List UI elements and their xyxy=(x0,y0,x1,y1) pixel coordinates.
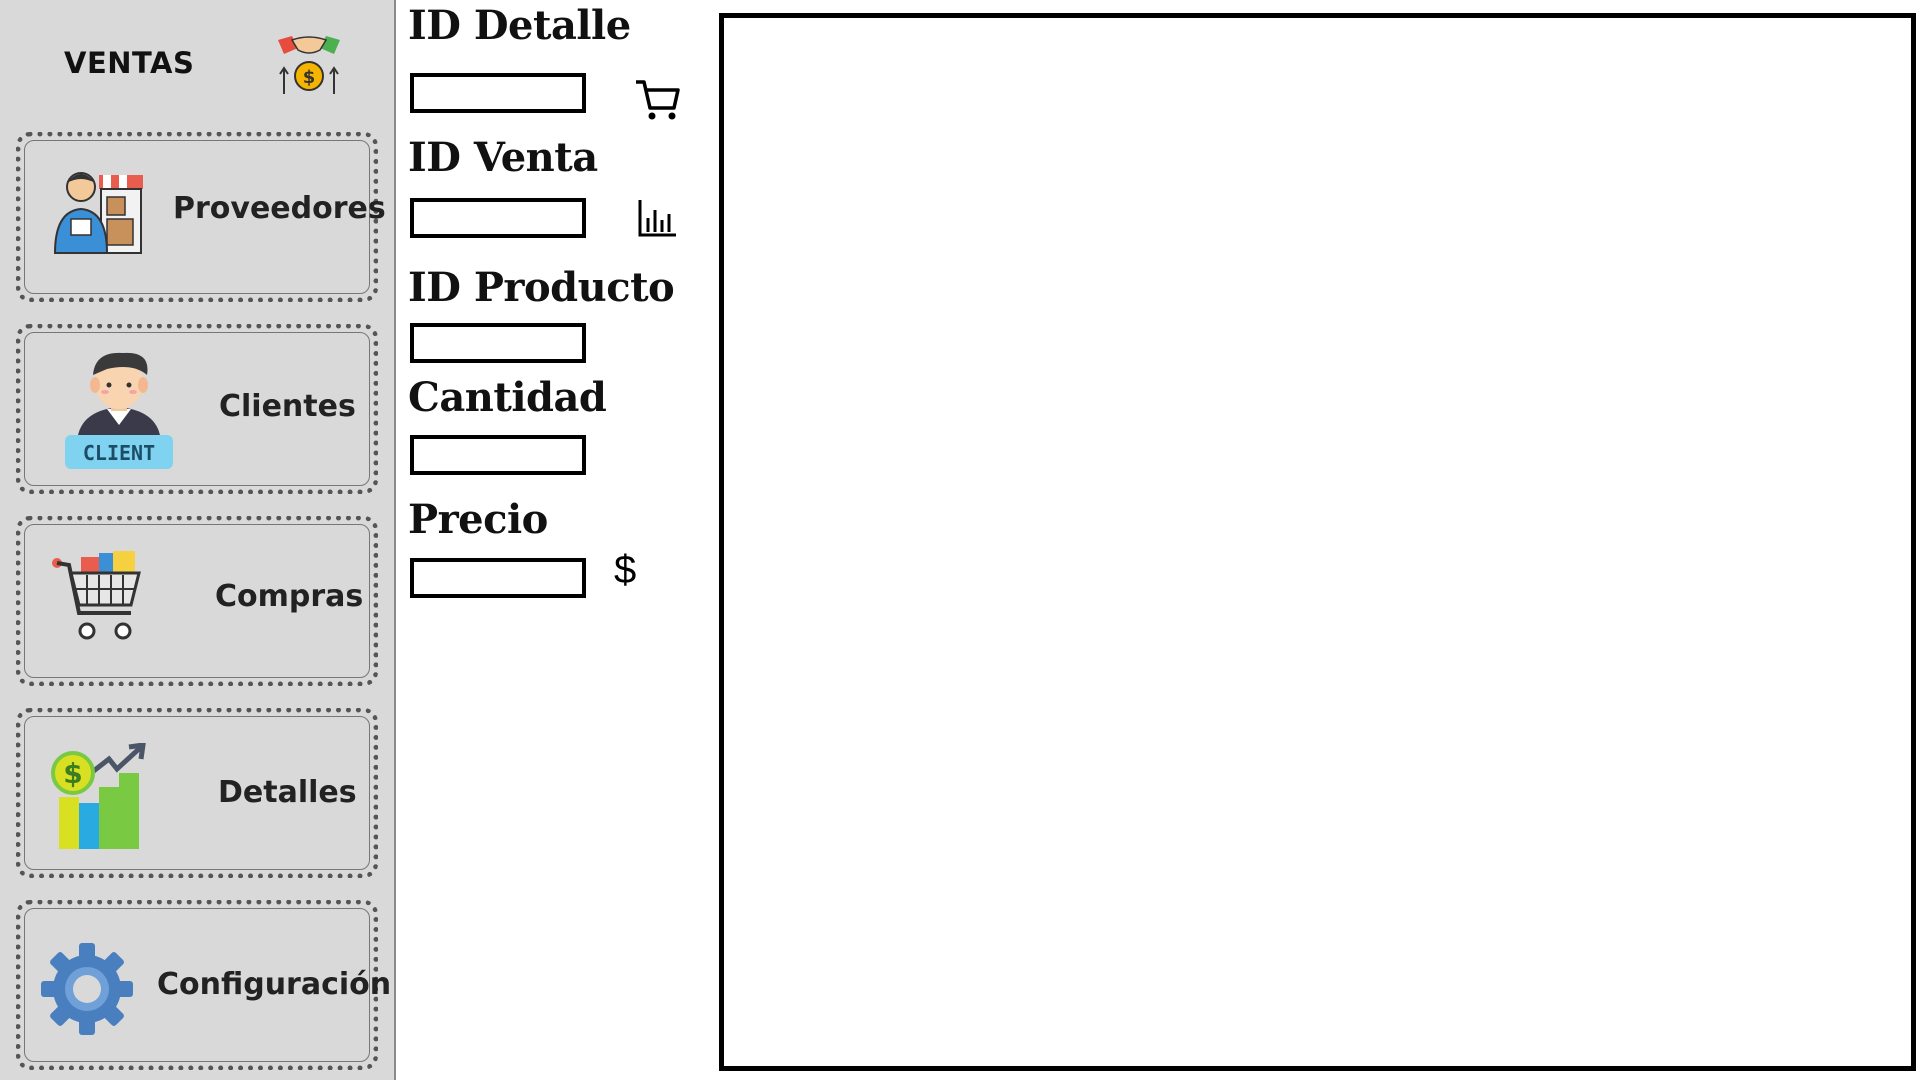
nav-button-configuracion[interactable]: Configuración xyxy=(16,900,391,1070)
nav-button-clientes[interactable]: CLIENT Clientes xyxy=(16,324,378,494)
label-precio: Precio xyxy=(408,496,548,543)
cart-icon[interactable] xyxy=(634,78,680,122)
input-id-detalle[interactable] xyxy=(410,73,586,113)
input-cantidad[interactable] xyxy=(410,435,586,475)
supplier-icon xyxy=(53,172,143,254)
input-precio[interactable] xyxy=(410,558,586,598)
svg-text:$: $ xyxy=(63,757,82,790)
data-grid-panel[interactable] xyxy=(719,13,1916,1071)
client-icon: CLIENT xyxy=(65,352,173,469)
shopping-cart-icon xyxy=(52,551,141,640)
nav-button-proveedores[interactable]: Proveedores xyxy=(16,132,386,302)
app-title: VENTAS xyxy=(64,46,195,80)
label-id-detalle: ID Detalle xyxy=(408,2,631,49)
input-id-producto[interactable] xyxy=(410,323,586,363)
currency-symbol: $ xyxy=(614,548,637,592)
nav-label: Detalles xyxy=(218,775,357,810)
sidebar: VENTAS $ Proveedores xyxy=(0,0,396,1080)
nav-label: Proveedores xyxy=(173,191,386,226)
client-badge-text: CLIENT xyxy=(83,441,155,465)
nav-button-detalles[interactable]: $ Detalles xyxy=(16,708,378,878)
growth-chart-icon: $ xyxy=(51,743,146,849)
nav-label: Compras xyxy=(215,579,364,614)
handshake-money-icon: $ xyxy=(278,36,340,94)
bar-chart-icon[interactable] xyxy=(638,198,678,238)
label-id-producto: ID Producto xyxy=(408,264,675,311)
gear-icon xyxy=(41,943,133,1035)
nav-label: Configuración xyxy=(157,967,392,1002)
nav-button-compras[interactable]: Compras xyxy=(16,516,378,686)
svg-text:$: $ xyxy=(303,67,316,88)
label-cantidad: Cantidad xyxy=(408,374,607,421)
label-id-venta: ID Venta xyxy=(408,134,598,181)
nav-label: Clientes xyxy=(219,389,356,424)
input-id-venta[interactable] xyxy=(410,198,586,238)
